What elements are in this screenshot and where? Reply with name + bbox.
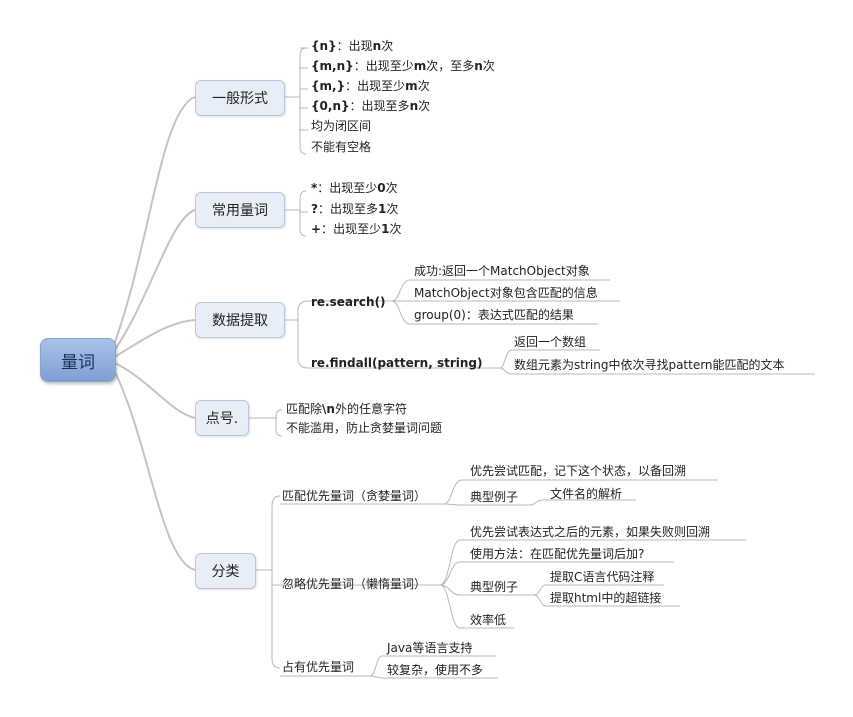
item-text: 次 [386, 202, 399, 216]
topic-general-form[interactable]: 一般形式 [195, 80, 285, 116]
item-text: 次 [389, 222, 402, 236]
item-text: ：出现至少 [345, 79, 406, 93]
item-var: 1 [381, 222, 390, 236]
greedy-example[interactable]: 文件名的解析 [550, 487, 623, 501]
item-var: n [474, 59, 483, 73]
item-var: n [409, 99, 419, 113]
item-var: n [372, 39, 382, 53]
item-text: 次 [381, 39, 394, 53]
item-text: ：出现至多 [349, 99, 410, 113]
item-text: 次 [385, 181, 398, 195]
common-item[interactable]: +：出现至少1次 [311, 221, 401, 237]
search-item[interactable]: group(0)：表达式匹配的结果 [414, 308, 574, 322]
item-var: \n [322, 402, 335, 416]
general-item[interactable]: {0,n}：出现至多n次 [311, 98, 430, 114]
lazy-example[interactable]: 提取html中的超链接 [550, 591, 662, 605]
quantifier-token: + [311, 222, 322, 236]
item-var: m [405, 79, 418, 93]
general-item[interactable]: 不能有空格 [311, 140, 372, 154]
item-text: ：出现至多 [317, 202, 378, 216]
item-text: 次 [418, 99, 431, 113]
lazy-item[interactable]: 优先尝试表达式之后的元素，如果失败则回溯 [470, 525, 711, 539]
topic-common-quantifiers[interactable]: 常用量词 [195, 192, 285, 228]
common-item[interactable]: *：出现至少0次 [311, 180, 398, 196]
search-item[interactable]: MatchObject对象包含匹配的信息 [414, 286, 598, 300]
common-item[interactable]: ?：出现至多1次 [311, 201, 398, 217]
item-var: m [413, 59, 427, 73]
quantifier-token: {n} [311, 39, 337, 53]
item-text: 外的任意字符 [334, 402, 407, 416]
item-text: 匹配除 [286, 402, 323, 416]
search-item[interactable]: 成功:返回一个MatchObject对象 [414, 264, 590, 278]
quantifier-token: ? [311, 202, 318, 216]
topic-data-extraction[interactable]: 数据提取 [195, 302, 285, 338]
findall-item[interactable]: 数组元素为string中依次寻找pattern能匹配的文本 [514, 358, 785, 372]
quantifier-token: {0,n} [311, 99, 350, 113]
greedy-item[interactable]: 典型例子 [470, 490, 519, 504]
possessive-item[interactable]: 较复杂，使用不多 [387, 663, 484, 677]
lazy-example[interactable]: 提取C语言代码注释 [550, 570, 655, 584]
general-item[interactable]: {n}：出现n次 [311, 38, 393, 54]
quantifier-token: {m,n} [311, 59, 354, 73]
lazy-node[interactable]: 忽略优先量词（懒惰量词） [282, 577, 427, 591]
item-text: 次 [482, 59, 495, 73]
topic-category[interactable]: 分类 [195, 553, 256, 589]
dot-item[interactable]: 不能滥用，防止贪婪量词问题 [286, 421, 443, 435]
item-text: ：出现至少 [321, 222, 382, 236]
possessive-item[interactable]: Java等语言支持 [387, 641, 473, 655]
lazy-item[interactable]: 典型例子 [470, 580, 519, 594]
item-text: ：出现至少 [353, 59, 414, 73]
greedy-node[interactable]: 匹配优先量词（贪婪量词） [282, 489, 427, 503]
item-text: 次 [417, 79, 430, 93]
possessive-node[interactable]: 占有优先量词 [282, 660, 355, 674]
general-item[interactable]: {m,n}：出现至少m次，至多n次 [311, 58, 495, 74]
lazy-item[interactable]: 使用方法：在匹配优先量词后加? [470, 547, 645, 561]
item-var: 1 [377, 202, 387, 216]
re-search-node[interactable]: re.search() [311, 295, 386, 309]
lazy-item[interactable]: 效率低 [470, 613, 507, 627]
general-item[interactable]: {m,}：出现至少m次 [311, 78, 430, 94]
quantifier-token: {m,} [311, 79, 346, 93]
findall-item[interactable]: 返回一个数组 [514, 335, 587, 349]
dot-item[interactable]: 匹配除\n外的任意字符 [286, 401, 407, 417]
general-item[interactable]: 均为闭区间 [311, 119, 372, 133]
re-findall-node[interactable]: re.findall(pattern, string) [311, 356, 483, 370]
item-text: ：出现至少 [317, 181, 378, 195]
item-text: ：出现 [336, 39, 373, 53]
quantifier-token: * [311, 181, 318, 195]
root-topic[interactable]: 量词 [40, 338, 116, 382]
item-var: 0 [377, 181, 386, 195]
greedy-item[interactable]: 优先尝试匹配，记下这个状态，以备回溯 [470, 464, 687, 478]
topic-dot[interactable]: 点号. [195, 400, 249, 436]
item-text: 次，至多 [426, 59, 475, 73]
